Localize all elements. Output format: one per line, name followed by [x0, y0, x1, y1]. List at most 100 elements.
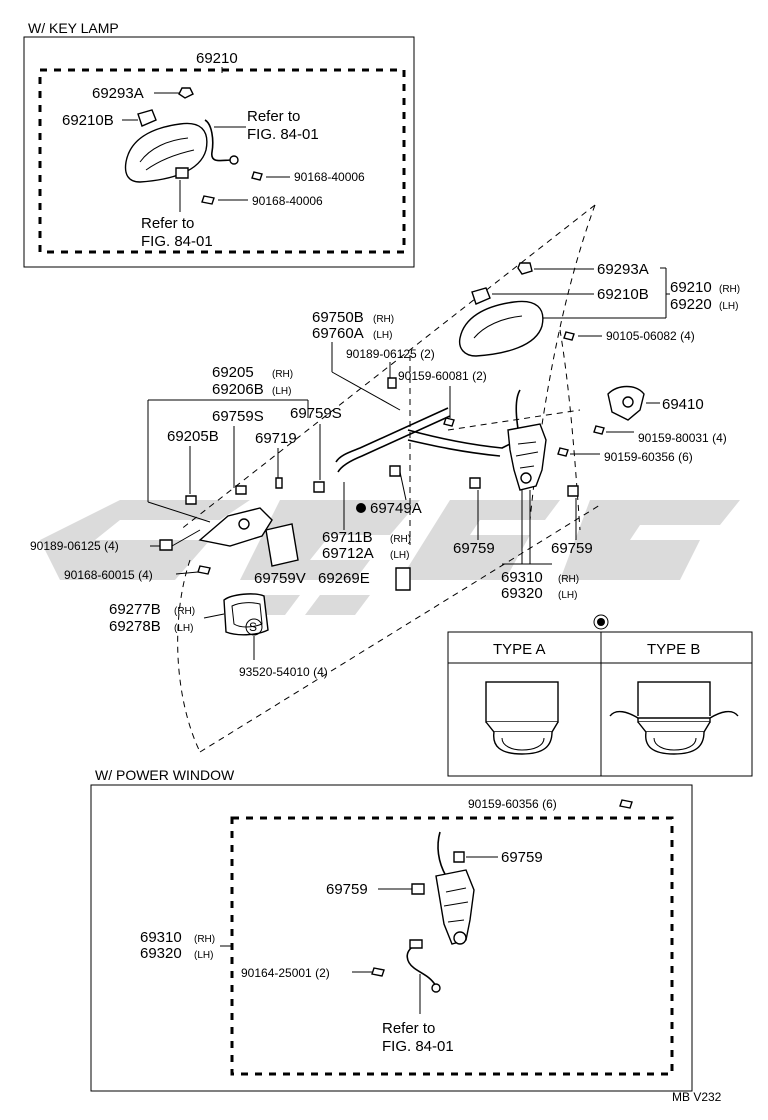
door-lock-assembly-part — [507, 423, 547, 491]
pad-part — [265, 523, 299, 567]
side-tag: (LH) — [558, 590, 577, 601]
refer-text: Refer to — [247, 108, 300, 125]
part-number: 69759S — [212, 408, 264, 425]
clip-part — [275, 477, 283, 489]
part-number: 69205 — [212, 364, 254, 381]
part-number: 69310 — [501, 569, 543, 586]
part-number: 69759V — [254, 570, 306, 587]
part-number: 69210B — [62, 112, 114, 129]
refer-text: FIG. 84-01 — [141, 233, 213, 250]
key-lamp-frame — [23, 36, 415, 268]
part-number: 69210 — [196, 50, 238, 67]
bolt-part — [197, 565, 211, 575]
side-tag: (RH) — [719, 284, 740, 295]
part-number: 69278B — [109, 618, 161, 635]
part-number: 90168-60015 (4) — [64, 568, 153, 582]
clip-part — [567, 485, 579, 497]
part-number: 90159-60356 (6) — [468, 797, 557, 811]
pad-part — [395, 567, 411, 591]
marker-dot — [356, 503, 366, 513]
part-number: 69210 — [670, 279, 712, 296]
side-tag: (LH) — [390, 550, 409, 561]
refer-text: FIG. 84-01 — [247, 126, 319, 143]
part-number: 69293A — [92, 85, 144, 102]
part-number: 69759 — [453, 540, 495, 557]
clip-part — [389, 465, 401, 477]
part-number: 90159-80031 (4) — [638, 431, 727, 445]
clip-part — [159, 539, 173, 551]
clip-part — [411, 883, 425, 895]
part-number: 69269E — [318, 570, 370, 587]
part-number: 69205B — [167, 428, 219, 445]
door-panel-outline — [177, 204, 601, 753]
cap-part — [137, 109, 157, 127]
outside-handle-part — [458, 300, 544, 357]
wire-harness-part — [406, 945, 437, 987]
part-number: 69760A — [312, 325, 364, 342]
clip-part — [313, 481, 325, 493]
lock-rod-part — [337, 415, 451, 473]
type-a-label: TYPE A — [493, 641, 546, 658]
key-lamp-wire-part — [204, 119, 233, 162]
type-b-label: TYPE B — [647, 641, 700, 658]
refer-text: Refer to — [141, 215, 194, 232]
part-number: 69293A — [597, 261, 649, 278]
power-window-header: W/ POWER WINDOW — [95, 767, 235, 783]
door-lock-assembly-part — [435, 869, 475, 945]
part-number: 69750B — [312, 309, 364, 326]
part-number: 90189-06125 (2) — [346, 347, 435, 361]
refer-text: Refer to — [382, 1020, 435, 1037]
clip-part — [517, 262, 533, 275]
side-tag: (RH) — [194, 934, 215, 945]
part-number: 90105-06082 (4) — [606, 329, 695, 343]
side-tag: (RH) — [373, 314, 394, 325]
bolt-part — [251, 171, 263, 181]
part-number: 93520-54010 (4) — [239, 665, 328, 679]
part-number: 69320 — [501, 585, 543, 602]
clip-part — [387, 377, 397, 389]
side-tag: (LH) — [272, 386, 291, 397]
inside-handle-part — [198, 507, 273, 547]
clip-part — [453, 851, 465, 863]
bolt-part — [619, 799, 633, 809]
part-number: 69206B — [212, 381, 264, 398]
main-door-diagram: 69293A 69210B 69210 (RH) 69220 (LH) 9010… — [30, 261, 740, 679]
cap-part — [471, 287, 491, 305]
part-number: 69210B — [597, 286, 649, 303]
figure-code: MB V232 — [672, 1090, 722, 1104]
lock-rod-part — [335, 407, 449, 463]
bolt-part — [443, 417, 455, 427]
refer-text: FIG. 84-01 — [382, 1038, 454, 1055]
part-number: 90159-60356 (6) — [604, 450, 693, 464]
bolt-part — [593, 425, 605, 435]
side-tag: (RH) — [390, 534, 411, 545]
part-number: 69320 — [140, 945, 182, 962]
part-number: 69759 — [326, 881, 368, 898]
part-number: 69719 — [255, 430, 297, 447]
bolt-part — [371, 967, 385, 977]
bolt-part — [563, 331, 575, 341]
type-b-pad-drawing — [609, 681, 739, 755]
lock-rod-part — [407, 439, 501, 457]
clip-part — [178, 87, 194, 99]
part-number: 69410 — [662, 396, 704, 413]
type-comparison-box: TYPE A TYPE B — [447, 614, 753, 777]
part-number: 90164-25001 (2) — [241, 966, 330, 980]
side-tag: (RH) — [272, 369, 293, 380]
power-window-frame — [90, 784, 693, 1092]
side-tag: (LH) — [194, 950, 213, 961]
power-window-assembly-box — [230, 816, 674, 1076]
key-lamp-section: W/ KEY LAMP 69210 69293A 69210B Refer to… — [23, 20, 415, 268]
clip-part — [185, 495, 197, 505]
part-number: 69759S — [290, 405, 342, 422]
part-number: 90168-40006 — [252, 194, 323, 208]
connector-part — [175, 167, 189, 179]
outside-handle-part — [124, 122, 208, 183]
part-number: 69759 — [551, 540, 593, 557]
side-tag: (LH) — [174, 623, 193, 634]
lock-rod-part — [437, 831, 447, 877]
part-number: 90168-40006 — [294, 170, 365, 184]
part-number: 69712A — [322, 545, 374, 562]
key-lamp-header: W/ KEY LAMP — [28, 20, 119, 36]
